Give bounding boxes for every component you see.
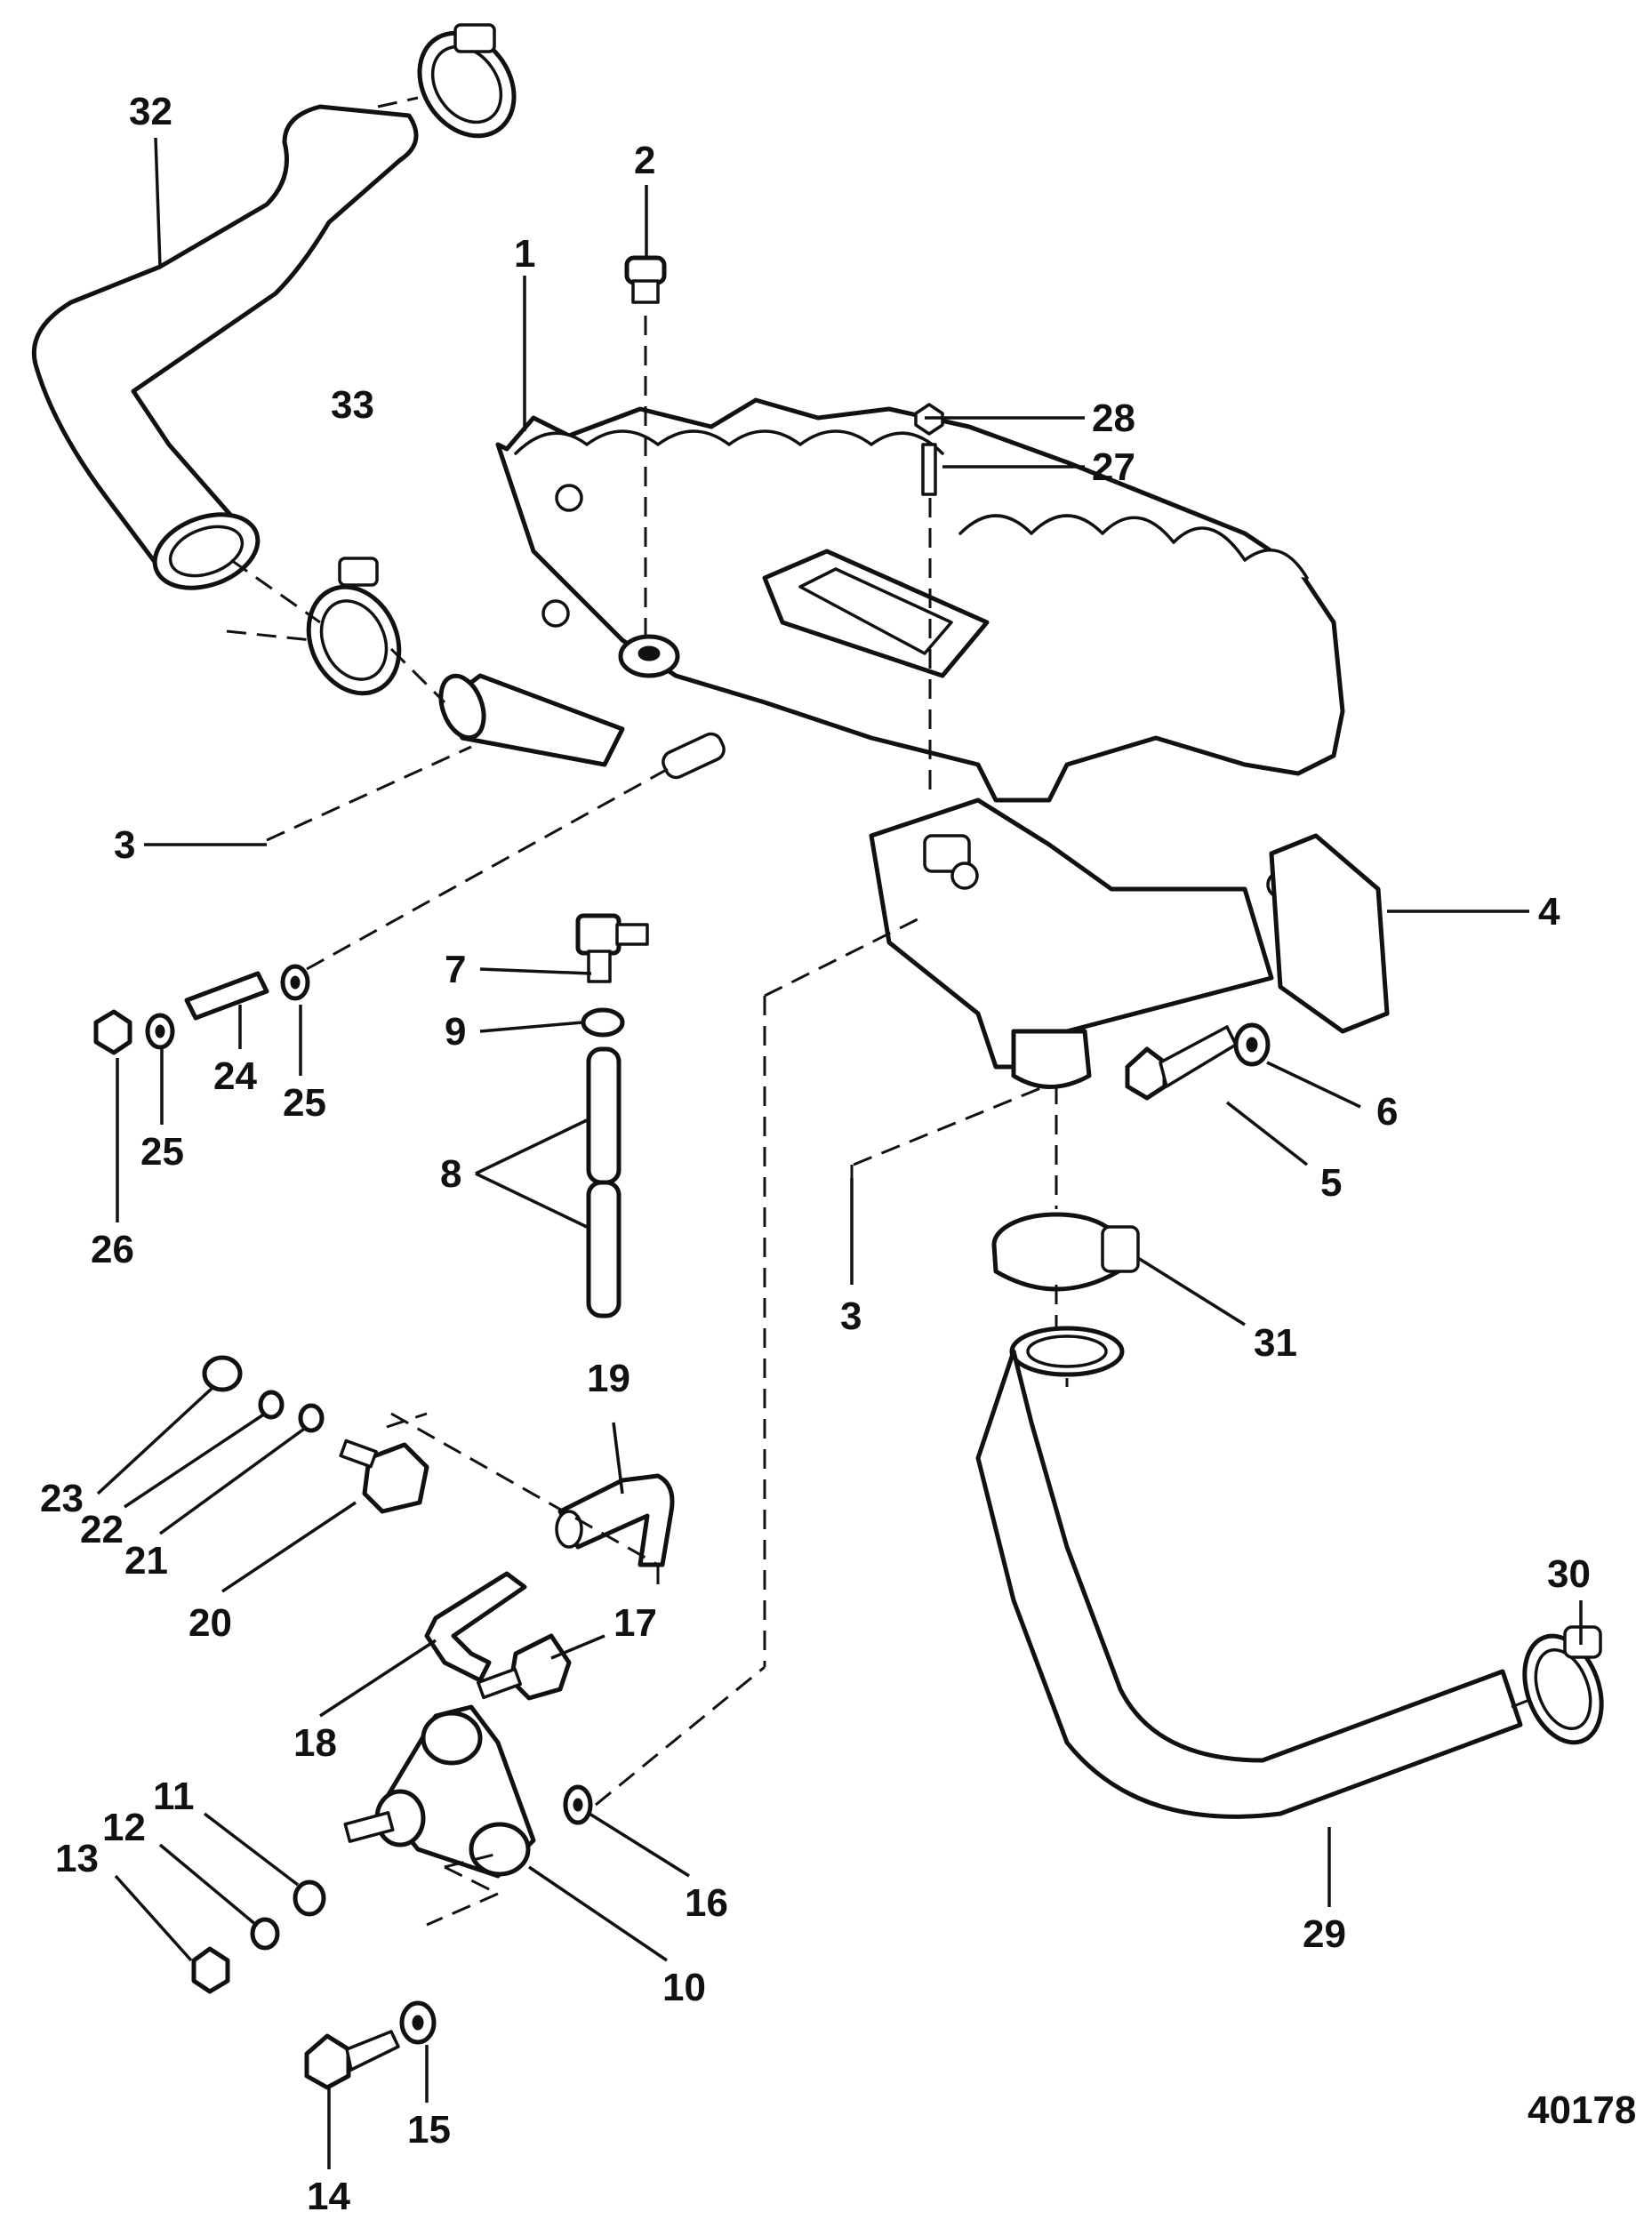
callout-18: 18 (293, 1721, 337, 1765)
leader-lines (96, 137, 1583, 2169)
callout-5: 5 (1320, 1161, 1342, 1205)
reference-number: 40178 (1528, 2088, 1636, 2132)
nut-13 (191, 1946, 230, 1994)
callout-23: 23 (40, 1477, 84, 1520)
callout-32: 32 (129, 90, 172, 133)
hose-barb-18 (424, 1571, 527, 1683)
washer-12 (250, 1917, 280, 1951)
fitting-17 (477, 1633, 572, 1701)
tube-19 (555, 1473, 675, 1567)
hose-32 (31, 104, 419, 590)
callout-17: 17 (613, 1601, 657, 1645)
plug-2 (624, 255, 667, 304)
stud-24 (184, 971, 269, 1021)
callout-12: 12 (102, 1806, 146, 1849)
fitting-20 (339, 1439, 429, 1514)
callout-3-right: 3 (840, 1294, 862, 1338)
clamp-top (417, 23, 517, 139)
assembly-dashed-lines (226, 96, 1530, 1927)
bracket-10 (343, 1704, 536, 1879)
callout-1: 1 (514, 232, 535, 276)
callout-15: 15 (407, 2108, 451, 2152)
clamp-33 (306, 557, 402, 696)
callout-7: 7 (445, 948, 466, 991)
washer-25-left (145, 1013, 175, 1050)
callout-16: 16 (685, 1881, 728, 1925)
callout-20: 20 (188, 1601, 232, 1645)
callout-2: 2 (634, 139, 655, 182)
callout-31: 31 (1254, 1321, 1297, 1365)
callout-33: 33 (331, 383, 374, 427)
callout-27: 27 (1092, 445, 1135, 489)
callout-28: 28 (1092, 397, 1135, 440)
clamp-31 (991, 1212, 1140, 1292)
callout-10: 10 (662, 1966, 706, 2009)
callout-30: 30 (1547, 1552, 1591, 1596)
manifold-1 (438, 397, 1390, 1089)
callout-19: 19 (587, 1357, 630, 1400)
washer-25-right (280, 964, 310, 1001)
stud-27 (921, 443, 937, 496)
callout-21: 21 (124, 1539, 168, 1583)
hose-8 (586, 1046, 622, 1318)
screw-5 (1125, 1025, 1238, 1101)
washer-6 (1233, 1022, 1271, 1067)
callout-26: 26 (91, 1228, 134, 1271)
washer-16 (563, 1784, 593, 1825)
callout-14: 14 (307, 2175, 350, 2218)
callout-8: 8 (440, 1152, 461, 1196)
callout-3-left: 3 (114, 823, 135, 867)
callout-11: 11 (153, 1775, 195, 1818)
hose-29 (975, 1326, 1523, 1819)
callout-labels: 32 2 1 33 28 27 3 4 7 9 8 24 25 25 26 6 … (40, 90, 1636, 2218)
clamp-30 (1522, 1625, 1604, 1745)
callout-13: 13 (55, 1837, 99, 1880)
washer-21 (298, 1403, 325, 1433)
washer-15 (399, 2000, 437, 2045)
callout-25-right: 25 (283, 1081, 326, 1125)
washer-11 (293, 1879, 326, 1917)
nut-26 (93, 1009, 132, 1055)
callout-22: 22 (80, 1508, 124, 1551)
callout-6: 6 (1376, 1090, 1398, 1134)
callout-25-left: 25 (140, 1130, 184, 1174)
clamp-ring-9 (581, 1007, 625, 1038)
bolt-14 (304, 2030, 400, 2090)
callout-29: 29 (1303, 1912, 1346, 1956)
callout-4: 4 (1538, 890, 1560, 934)
washer-22 (258, 1390, 285, 1420)
callout-9: 9 (445, 1010, 466, 1054)
elbow-fitting-7 (575, 913, 649, 983)
callout-24: 24 (213, 1054, 257, 1098)
nut-23 (202, 1355, 243, 1392)
